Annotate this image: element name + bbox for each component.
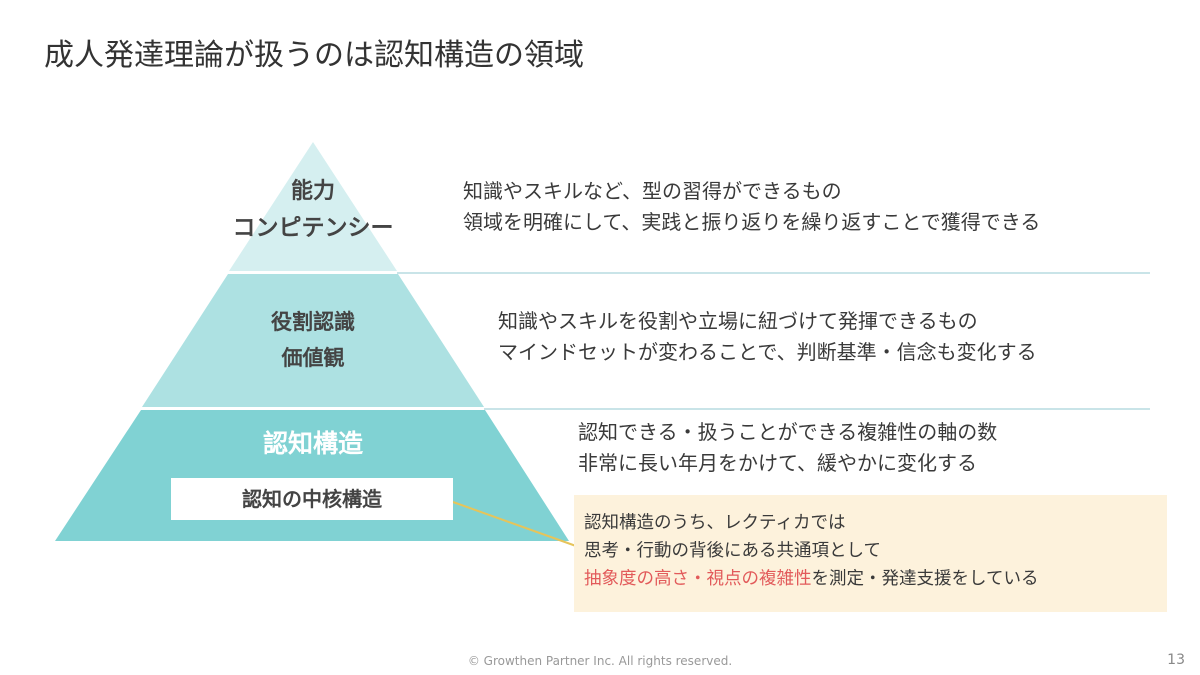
tier-bottom-label: 認知構造	[262, 429, 363, 458]
pyramid-tier-top	[229, 142, 397, 271]
connector-line	[452, 501, 577, 547]
callout-line: 認知構造のうち、レクティカでは	[584, 513, 846, 533]
pyramid-tier-middle	[142, 274, 484, 407]
slide-title: 成人発達理論が扱うのは認知構造の領域	[44, 38, 584, 73]
page-number: 13	[1167, 652, 1185, 668]
tier-label-line: 価値観	[281, 346, 345, 370]
tier-middle-label: 役割認識 価値観	[213, 304, 413, 376]
description-line: マインドセットが変わることで、判断基準・信念も変化する	[498, 340, 1037, 364]
callout-line: 抽象度の高さ・視点の複雑性を測定・発達支援をしている	[584, 565, 1157, 593]
description-line: 知識やスキルを役割や立場に紐づけて発揮できるもの	[498, 309, 978, 333]
description-line: 認知できる・扱うことができる複雑性の軸の数	[578, 420, 998, 444]
description-line: 非常に長い年月をかけて、緩やかに変化する	[578, 451, 977, 475]
tier-middle-description: 知識やスキルを役割や立場に紐づけて発揮できるもの マインドセットが変わることで、…	[498, 306, 1037, 368]
description-line: 知識やスキルなど、型の習得ができるもの	[463, 179, 842, 203]
callout-text: を測定・発達支援をしている	[811, 569, 1039, 589]
core-structure-box: 認知の中核構造	[171, 478, 453, 520]
tier-label-line: コンピテンシー	[232, 215, 394, 241]
callout-box: 認知構造のうち、レクティカでは 思考・行動の背後にある共通項として 抽象度の高さ…	[574, 495, 1167, 612]
tier-label-line: 能力	[290, 179, 335, 204]
callout-line: 思考・行動の背後にある共通項として	[584, 541, 881, 561]
tier-top-description: 知識やスキルなど、型の習得ができるもの 領域を明確にして、実践と振り返りを繰り返…	[463, 176, 1040, 238]
highlight-text: 抽象度の高さ・視点の複雑性	[584, 569, 812, 589]
tier-top-label: 能力 コンピテンシー	[213, 174, 413, 246]
tier-bottom-description: 認知できる・扱うことができる複雑性の軸の数 非常に長い年月をかけて、緩やかに変化…	[578, 417, 997, 479]
description-line: 領域を明確にして、実践と振り返りを繰り返すことで獲得できる	[463, 210, 1041, 234]
tier-label-line: 役割認識	[271, 310, 355, 334]
copyright-footer: © Growthen Partner Inc. All rights reser…	[467, 654, 733, 668]
